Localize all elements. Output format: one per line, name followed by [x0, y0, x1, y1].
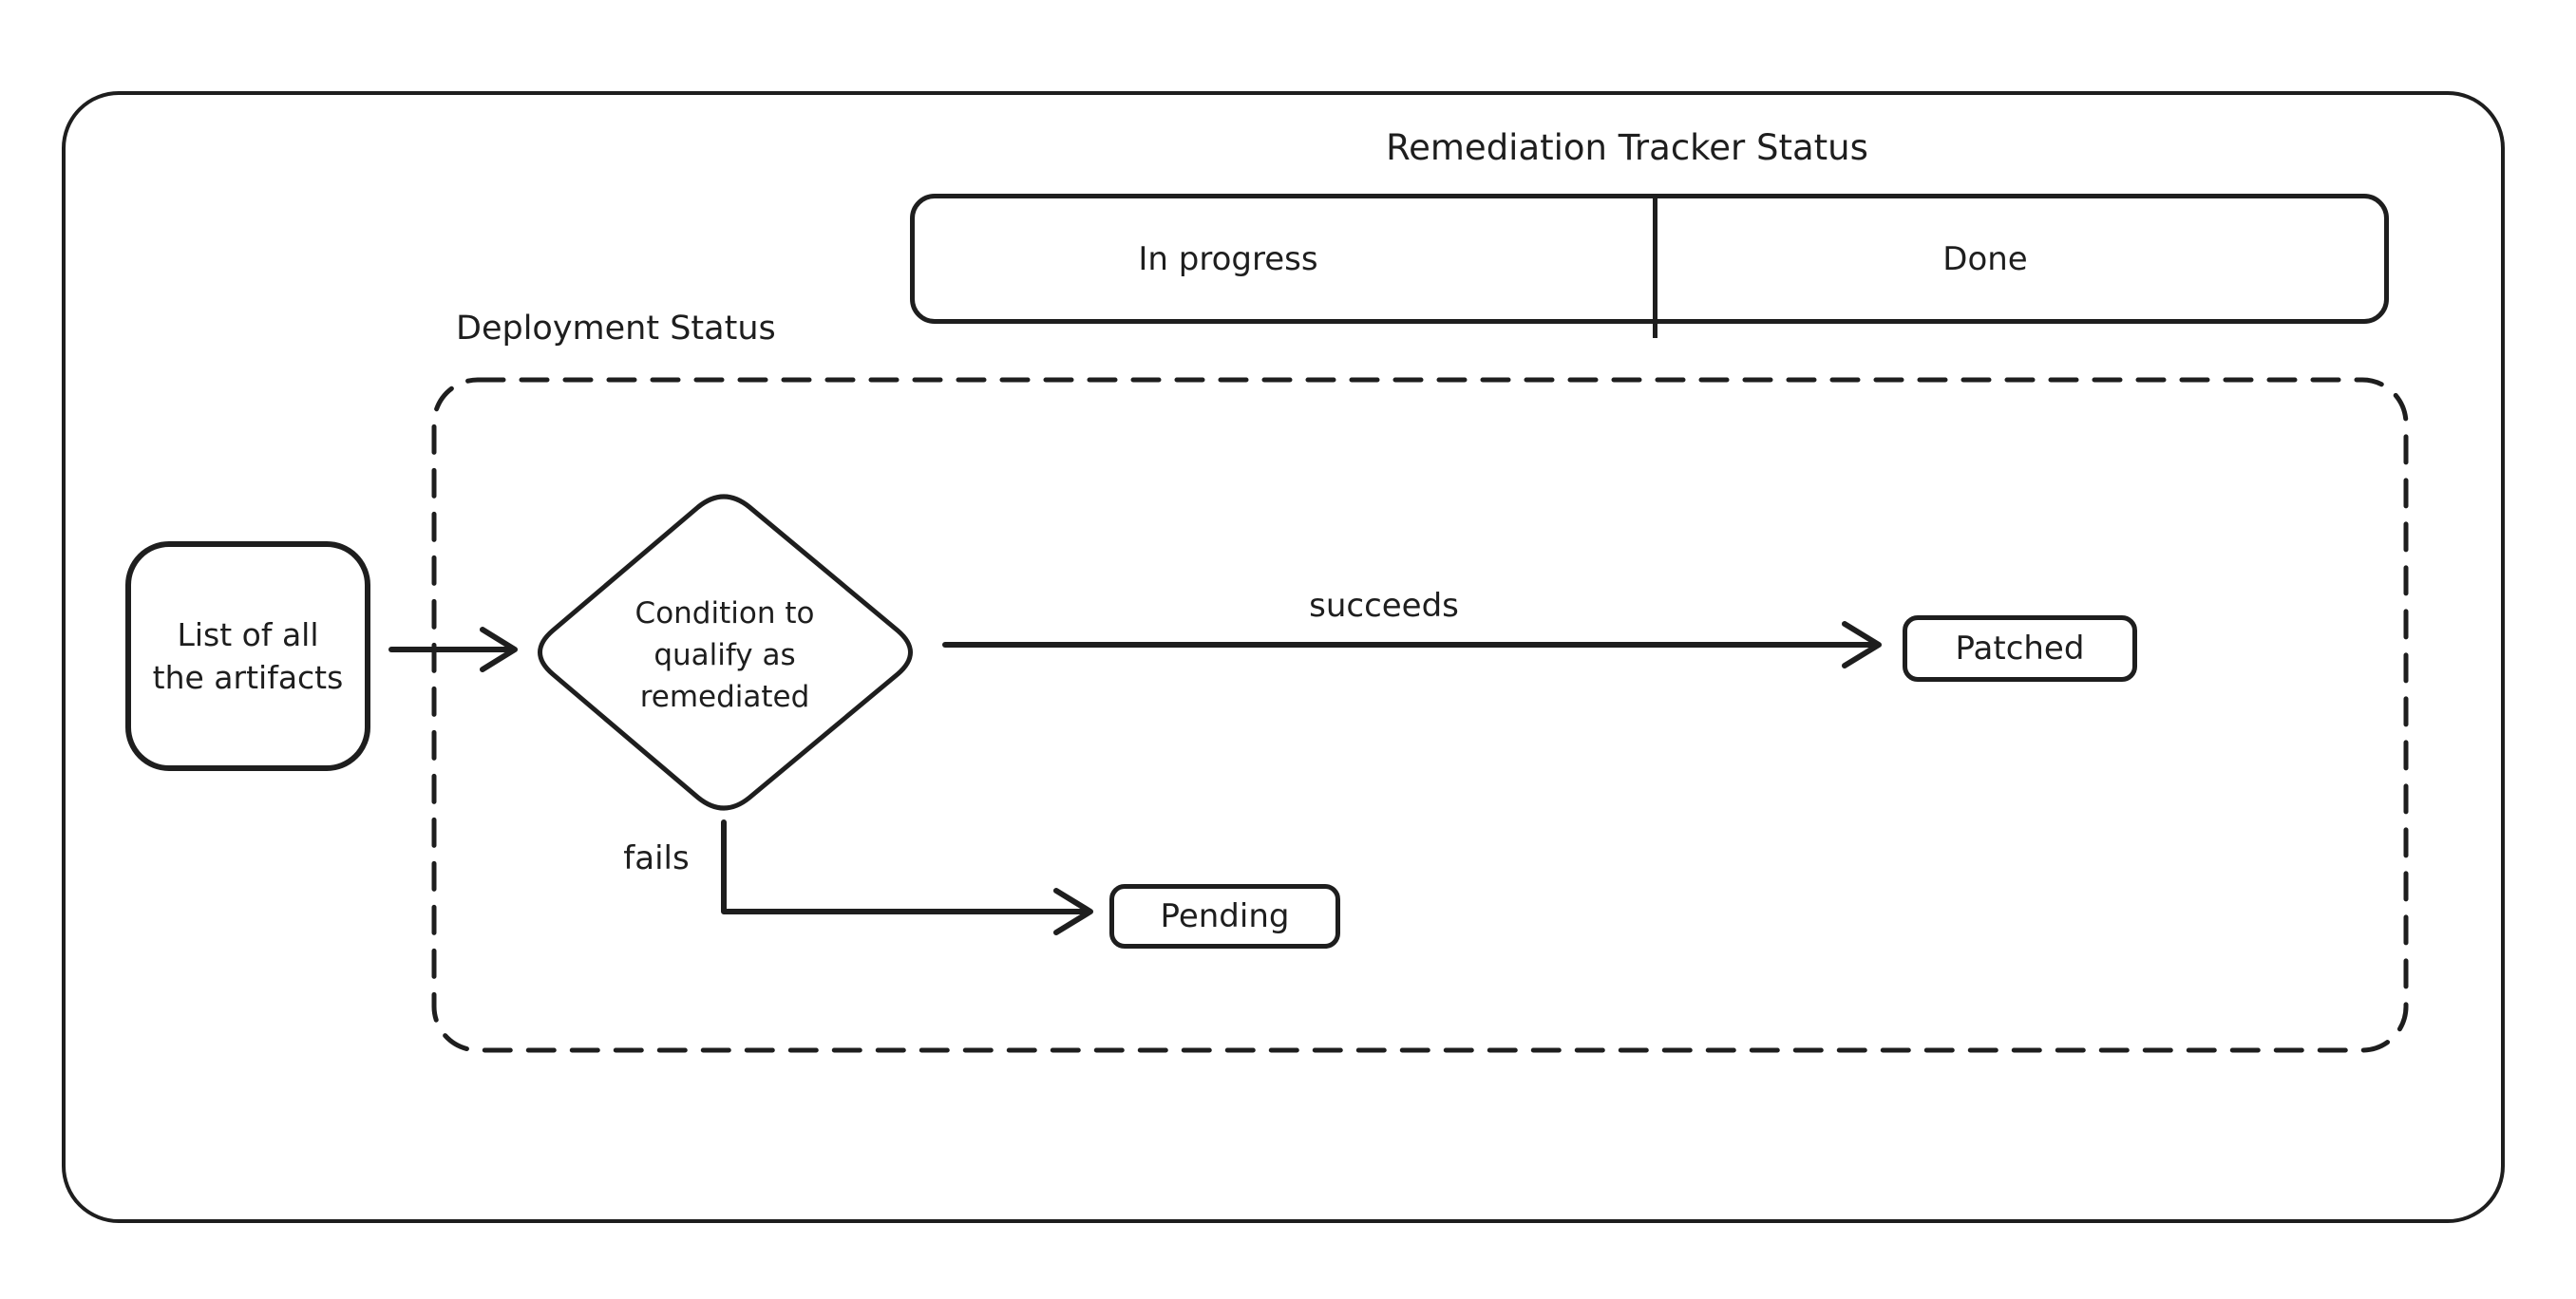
fails-edge-label: fails	[623, 839, 690, 877]
deployment-region-label: Deployment Status	[456, 310, 776, 348]
diagram-title: Remediation Tracker Status	[1386, 127, 1868, 168]
tracker-cell-in-progress: In progress	[1138, 239, 1318, 278]
arrow-artifacts-to-condition	[388, 627, 518, 672]
condition-line3: remediated	[639, 680, 810, 714]
succeeds-edge-label: succeeds	[1309, 587, 1459, 625]
arrow-fails	[721, 819, 1093, 935]
tracker-cell-done: Done	[1942, 239, 2028, 278]
tracker-divider	[1653, 196, 1657, 338]
condition-line2: qualify as	[653, 638, 796, 672]
tracker-status-bar	[910, 194, 2389, 324]
patched-node: Patched	[1903, 615, 2137, 682]
artifacts-node: List of all the artifacts	[125, 541, 370, 771]
condition-node-text: Condition to qualify as remediated	[582, 593, 867, 718]
deployment-region	[431, 377, 2409, 1053]
condition-diamond	[538, 494, 913, 811]
condition-line1: Condition to	[635, 596, 815, 631]
artifacts-node-line1: List of all	[177, 616, 319, 653]
arrow-succeeds	[942, 621, 1882, 668]
pending-node: Pending	[1109, 884, 1340, 949]
artifacts-node-line2: the artifacts	[152, 659, 344, 696]
